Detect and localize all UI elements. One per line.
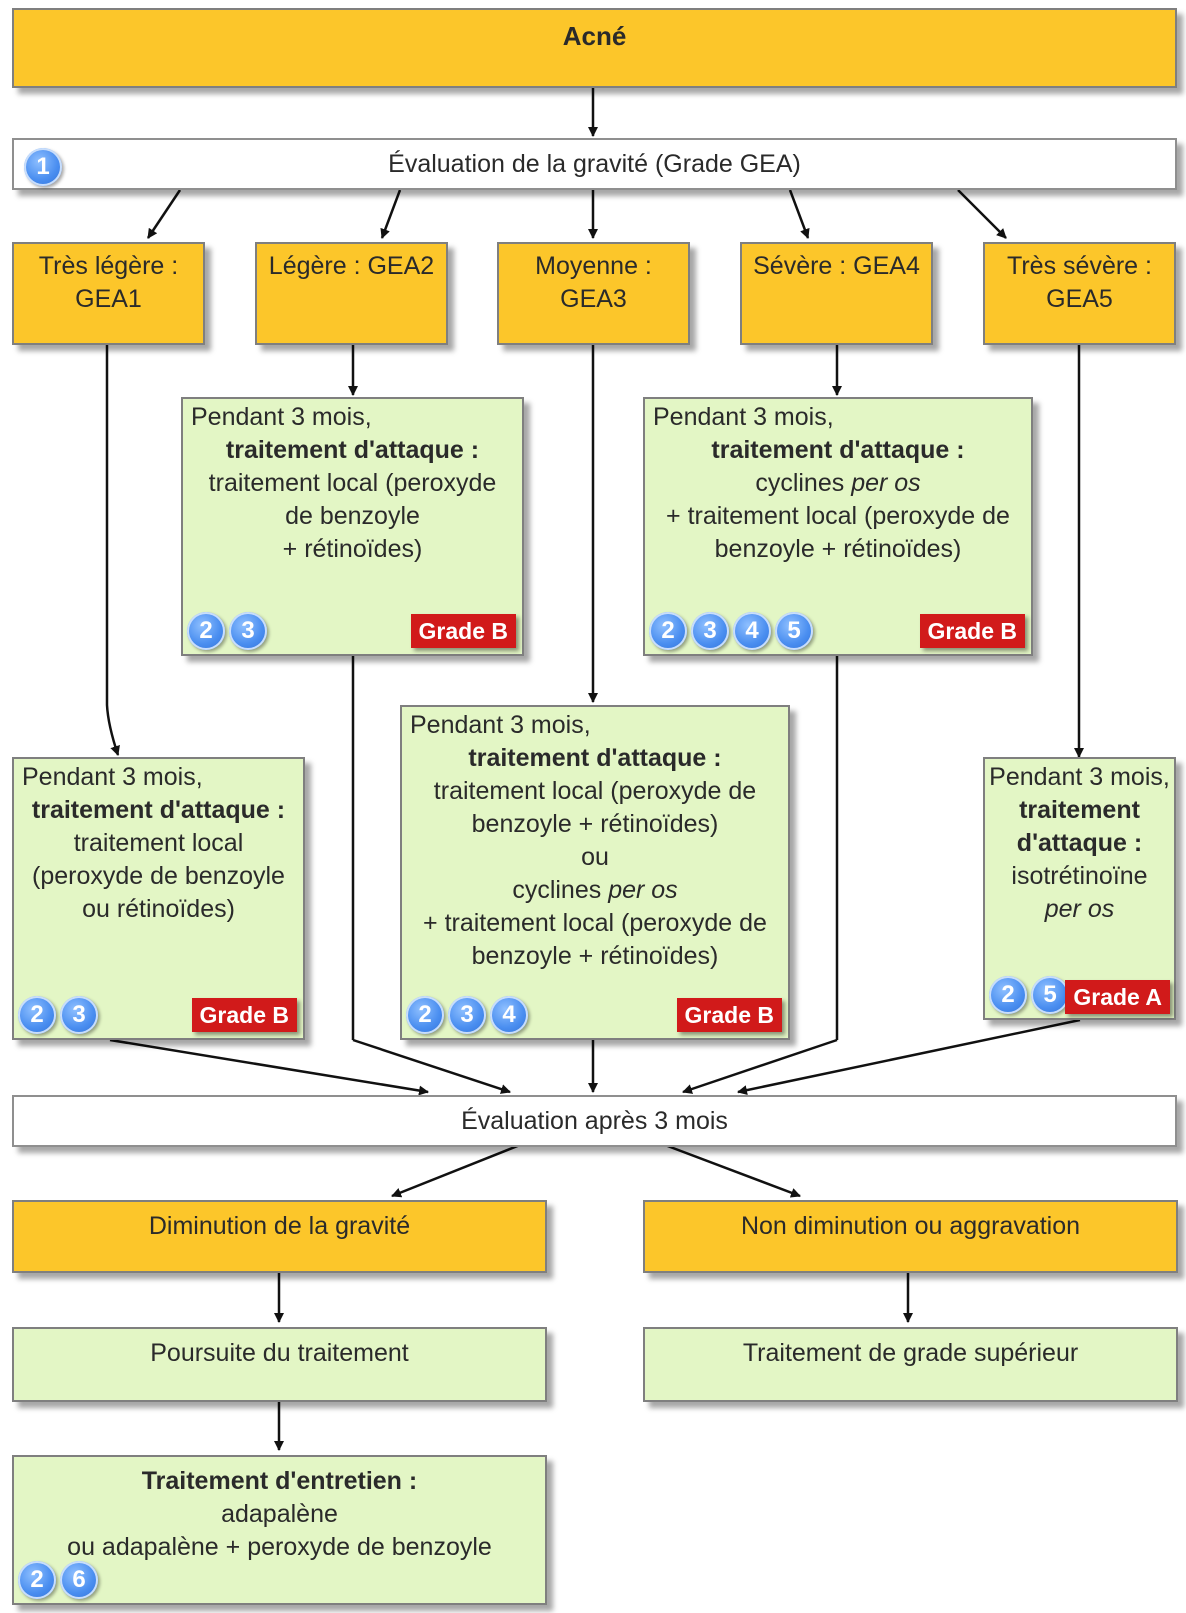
grade-badge: Grade B [919,614,1025,648]
arrow-t4-to-eval-b [682,1038,838,1094]
treatment-gea3-box: Pendant 3 mois, traitement d'attaque : t… [400,705,790,1040]
maintenance-line: adapalène [221,1500,338,1528]
severity-gea1: Très légère : GEA1 [12,242,205,345]
number-2-icon: 2 [989,976,1027,1014]
maintenance-box: Traitement d'entretien : adapalène ou ad… [12,1455,547,1605]
root-acne-box: Acné [12,8,1177,88]
treatment-gea5-box: Pendant 3 mois, traitement d'attaque : i… [983,757,1176,1020]
higher-grade-box: Traitement de grade supérieur [643,1327,1178,1402]
treat-gea5-line1: isotrétinoïne [1011,862,1148,890]
grade-badge: Grade B [191,998,297,1032]
treat-gea4-line: benzoyle + rétinoïdes) [714,535,962,563]
arrow-eval-to-left [391,1143,521,1198]
treat-gea3-line: benzoyle + rétinoïdes) [471,942,719,970]
eval-gravity-label: Évaluation de la gravité (Grade GEA) [388,150,801,178]
number-3-icon: 3 [691,612,729,650]
number-3-icon: 3 [229,612,267,650]
severity-gea3-line1: Moyenne : [535,252,652,280]
outcome-decrease-box: Diminution de la gravité [12,1200,547,1273]
severity-gea5: Très sévère : GEA5 [983,242,1176,345]
number-3-icon: 3 [448,996,486,1034]
outcome-no-decrease-label: Non diminution ou aggravation [740,1212,1081,1240]
number-2-icon: 2 [406,996,444,1034]
treat-gea3-intro: Pendant 3 mois, [410,711,591,739]
treat-gea3-line: benzoyle + rétinoïdes) [471,810,719,838]
arrow-t5-to-eval [737,1018,1081,1096]
treat-gea5-per-os: per os [1044,895,1115,923]
root-title: Acné [562,21,627,51]
treat-gea1-line: (peroxyde de benzoyle [32,862,285,890]
number-5-icon: 5 [775,612,813,650]
arrow-eval-to-gea1 [146,189,182,239]
number-4-icon: 4 [733,612,771,650]
severity-gea2-line1: Légère : GEA2 [268,252,435,280]
treat-gea5-heading2: d'attaque : [1016,829,1143,857]
treat-gea5-heading1: traitement [1019,796,1140,824]
arrow-t2-to-eval-b [352,1038,511,1094]
number-4-icon: 4 [490,996,528,1034]
grade-badge: Grade B [410,614,516,648]
eval-after-label: Évaluation après 3 mois [461,1107,728,1135]
treat-gea1-line: ou rétinoïdes) [82,895,235,923]
number-2-icon: 2 [649,612,687,650]
severity-gea4-line1: Sévère : GEA4 [753,252,920,280]
treatment-gea2-box: Pendant 3 mois, traitement d'attaque : t… [181,397,524,656]
grade-badge: Grade A [1065,980,1170,1014]
outcome-no-decrease-box: Non diminution ou aggravation [643,1200,1178,1273]
continue-treatment-box: Poursuite du traitement [12,1327,547,1402]
treat-gea4-intro: Pendant 3 mois, [653,403,834,431]
number-2-icon: 2 [187,612,225,650]
treat-gea2-line: traitement local (peroxyde [208,469,497,497]
treat-gea2-intro: Pendant 3 mois, [191,403,372,431]
arrow-gea1-to-treat [105,345,120,756]
maintenance-heading: Traitement d'entretien : [141,1467,418,1495]
higher-grade-label: Traitement de grade supérieur [742,1339,1079,1367]
treat-gea4-heading: traitement d'attaque : [711,436,965,464]
treat-gea2-line: + rétinoïdes) [282,535,423,563]
number-6-icon: 6 [60,1561,98,1599]
treat-gea1-heading: traitement d'attaque : [31,796,286,824]
treat-gea1-line: traitement local [73,829,244,857]
treat-gea3-line: ou [581,843,609,871]
severity-gea3: Moyenne : GEA3 [497,242,690,345]
number-2-icon: 2 [18,996,56,1034]
treat-gea5-intro: Pendant 3 mois, [989,763,1170,791]
maintenance-line: ou adapalène + peroxyde de benzoyle [67,1533,492,1561]
treat-gea3-line: + traitement local (peroxyde de [423,909,767,937]
number-5-icon: 5 [1031,976,1069,1014]
eval-gravity-box: 1 Évaluation de la gravité (Grade GEA) [12,138,1177,190]
outcome-decrease-label: Diminution de la gravité [148,1212,411,1240]
treat-gea4-line: + traitement local (peroxyde de [666,502,1010,530]
arrow-eval-to-gea4 [788,189,810,239]
number-2-icon: 2 [18,1561,56,1599]
eval-after-box: Évaluation après 3 mois [12,1095,1177,1147]
severity-gea5-line1: Très sévère : [1007,252,1152,280]
arrow-eval-to-gea2 [380,189,402,239]
treat-gea3-line: traitement local (peroxyde de [433,777,757,805]
number-1-icon: 1 [24,148,62,186]
treat-gea2-line: de benzoyle [285,502,420,530]
treat-gea4-cyclines: cyclines [755,469,852,497]
grade-badge: Grade B [676,998,782,1032]
treat-gea2-heading: traitement d'attaque : [225,436,480,464]
treat-gea4-per-os: per os [851,469,921,497]
arrow-t1-to-eval [109,1038,429,1096]
severity-gea2: Légère : GEA2 [255,242,448,345]
arrow-eval-to-gea5 [957,189,1007,239]
treatment-gea4-box: Pendant 3 mois, traitement d'attaque : c… [643,397,1033,656]
severity-gea1-line2: GEA1 [75,285,142,313]
treat-gea3-cyclines: cyclines [512,876,609,904]
severity-gea5-line2: GEA5 [1046,285,1113,313]
number-3-icon: 3 [60,996,98,1034]
arrow-eval-to-right [664,1143,801,1198]
continue-treatment-label: Poursuite du traitement [150,1339,409,1367]
severity-gea3-line2: GEA3 [560,285,627,313]
treatment-gea1-box: Pendant 3 mois, traitement d'attaque : t… [12,757,305,1040]
treat-gea1-intro: Pendant 3 mois, [22,763,203,791]
treat-gea3-per-os: per os [608,876,678,904]
treat-gea3-heading: traitement d'attaque : [468,744,722,772]
severity-gea1-line1: Très légère : [38,252,179,280]
severity-gea4: Sévère : GEA4 [740,242,933,345]
